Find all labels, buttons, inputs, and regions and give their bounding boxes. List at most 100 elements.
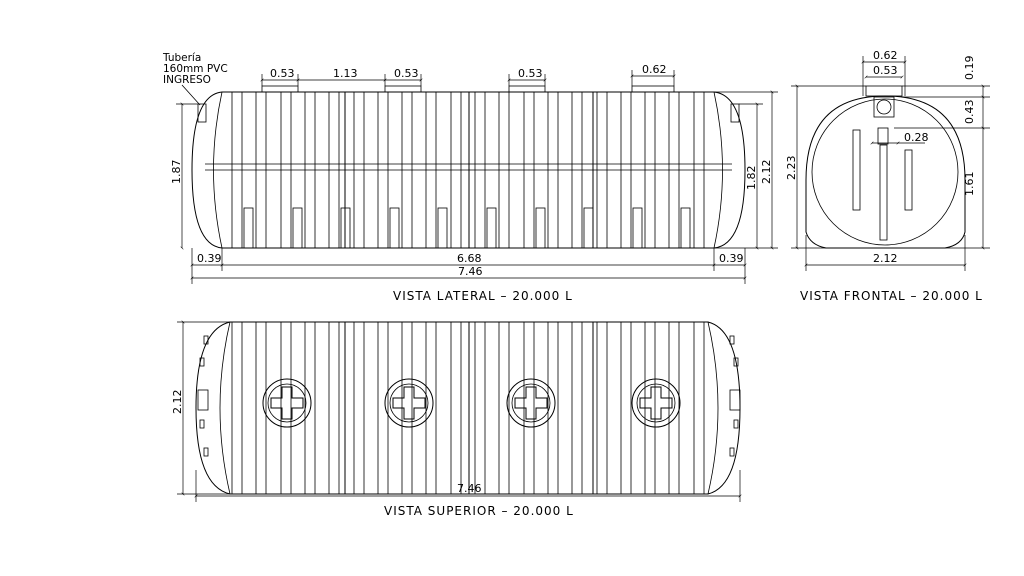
manway-lid-outer <box>631 378 681 428</box>
manway-cross-icon <box>392 386 426 420</box>
front-inner-circle <box>811 98 959 246</box>
side-rib <box>474 91 486 249</box>
note-leader <box>181 84 201 106</box>
side-top-dimensions: 0.53 1.13 0.53 0.53 0.62 <box>260 63 676 86</box>
top-manways <box>262 378 681 428</box>
top-view-title: VISTA SUPERIOR – 20.000 L <box>384 504 574 518</box>
front-pipe <box>873 96 895 118</box>
top-rib <box>425 321 437 495</box>
dim-front-028: 0.28 <box>904 131 929 144</box>
dim-front-223: 2.23 <box>785 156 798 181</box>
note-line-1: Tubería <box>162 52 201 64</box>
note-line-3: INGRESO <box>163 74 211 86</box>
side-rib-foot <box>632 207 643 249</box>
top-rib <box>353 321 365 495</box>
side-rib-foot <box>389 207 400 249</box>
front-pipe-drop <box>877 127 889 145</box>
side-outlet-pipe <box>730 103 740 123</box>
dim-side-039-right: 0.39 <box>719 252 744 265</box>
manway-lid-inner <box>636 383 676 423</box>
side-rib <box>571 91 583 249</box>
front-tank-outline <box>805 95 966 249</box>
dim-front-043: 0.43 <box>963 100 976 125</box>
side-rib <box>304 91 316 249</box>
manway-cross-icon <box>639 386 673 420</box>
side-rib <box>644 91 656 249</box>
side-manway-4 <box>631 85 675 93</box>
dim-top-746: 7.46 <box>457 482 482 495</box>
front-view: 0.62 0.53 0.19 0.43 1.61 0.28 2.23 2.12 <box>785 49 990 303</box>
front-dimensions: 0.62 0.53 0.19 0.43 1.61 0.28 2.23 2.12 <box>785 49 990 271</box>
dim-front-019: 0.19 <box>963 56 976 81</box>
top-rib <box>377 321 389 495</box>
dim-side-062: 0.62 <box>642 63 667 76</box>
side-manway-1 <box>261 85 299 93</box>
side-rib <box>596 91 608 249</box>
side-rib <box>620 91 632 249</box>
side-rib-foot <box>583 207 594 249</box>
top-dimensions: 2.12 7.46 <box>171 320 742 502</box>
top-rib <box>693 321 705 495</box>
top-end-lugs <box>197 335 741 457</box>
manway-lid-inner <box>389 383 429 423</box>
dim-front-212: 2.12 <box>873 252 898 265</box>
dim-front-062: 0.62 <box>873 49 898 62</box>
dim-side-053-a: 0.53 <box>270 67 295 80</box>
top-rib <box>571 321 583 495</box>
side-bottom-dimensions: 0.39 6.68 0.39 7.46 <box>190 248 747 284</box>
top-rib <box>547 321 559 495</box>
dim-front-053: 0.53 <box>873 64 898 77</box>
side-rib <box>377 91 389 249</box>
front-view-title: VISTA FRONTAL – 20.000 L <box>800 289 983 303</box>
dim-side-668: 6.68 <box>457 252 482 265</box>
side-rib <box>668 91 680 249</box>
side-inlet-pipe <box>197 103 207 123</box>
manway-lid-inner <box>267 383 307 423</box>
manway-lid-outer <box>384 378 434 428</box>
note-line-2: 160mm PVC <box>163 63 228 75</box>
side-rib-foot <box>437 207 448 249</box>
inlet-note: Tubería 160mm PVC INGRESO <box>162 52 228 106</box>
dim-side-187: 1.87 <box>170 160 183 185</box>
top-rib <box>255 321 267 495</box>
side-rib <box>231 91 243 249</box>
side-rib <box>255 91 267 249</box>
side-view: 0.53 1.13 0.53 0.53 0.62 1.87 1.82 2.12 <box>170 63 778 303</box>
dim-top-212: 2.12 <box>171 390 184 415</box>
manway-lid-outer <box>506 378 556 428</box>
dim-side-746: 7.46 <box>458 265 483 278</box>
side-view-title: VISTA LATERAL – 20.000 L <box>393 289 573 303</box>
manway-lid-inner <box>511 383 551 423</box>
top-rib <box>620 321 632 495</box>
dim-side-053-c: 0.53 <box>518 67 543 80</box>
side-rib <box>498 91 510 249</box>
side-manway-3 <box>508 85 546 93</box>
side-rib-foot <box>292 207 303 249</box>
side-rib-foot <box>680 207 691 249</box>
dim-front-161: 1.61 <box>963 172 976 197</box>
side-rib <box>450 91 462 249</box>
front-manway <box>865 85 903 97</box>
side-right-dimensions: 1.82 2.12 <box>714 90 778 250</box>
dim-side-053-b: 0.53 <box>394 67 419 80</box>
top-rib <box>328 321 340 495</box>
side-rib <box>353 91 365 249</box>
manway-cross-icon <box>514 386 548 420</box>
side-rib <box>547 91 559 249</box>
side-ribs <box>231 91 705 249</box>
manway-cross-icon <box>270 386 304 420</box>
top-rib <box>450 321 462 495</box>
side-rib <box>693 91 705 249</box>
dim-side-182: 1.82 <box>745 166 758 191</box>
top-rib <box>498 321 510 495</box>
side-rib <box>328 91 340 249</box>
side-rib <box>401 91 413 249</box>
side-rib-foot <box>486 207 497 249</box>
side-rib-foot <box>535 207 546 249</box>
dim-side-212: 2.12 <box>760 160 773 185</box>
dim-side-113: 1.13 <box>333 67 358 80</box>
top-rib <box>474 321 486 495</box>
manway-lid-outer <box>262 378 312 428</box>
top-rib <box>596 321 608 495</box>
